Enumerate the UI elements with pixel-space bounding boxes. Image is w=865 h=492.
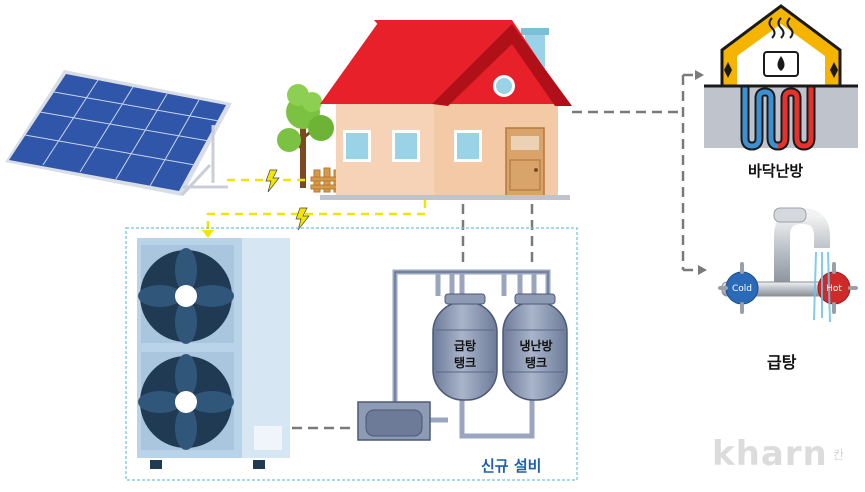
tank-cooling-heating: [502, 293, 568, 401]
arrow-head: [698, 265, 707, 275]
pipe-network-inner: [394, 271, 549, 404]
faucet-icon: [718, 207, 858, 323]
lightning-icon: [295, 207, 310, 231]
power-line: [206, 178, 427, 232]
control-unit: [357, 401, 431, 441]
floor-heating-label: 바닥난방: [748, 162, 804, 180]
lightning-icon: [265, 169, 280, 193]
tank-cooling-heating-label: 냉난방 탱크: [519, 339, 553, 370]
arrow-head: [202, 230, 214, 238]
hot-tap-label: Hot: [826, 284, 842, 294]
watermark-sub: 칸: [833, 448, 845, 462]
watermark-logo: kharn: [712, 434, 828, 474]
new-equipment-label: 신규 설비: [481, 457, 542, 475]
solar-panel-icon: [5, 70, 232, 197]
cold-tap-label: Cold: [731, 284, 752, 294]
house-icon: [320, 20, 572, 200]
tank-hot-water: [432, 293, 498, 401]
fan-icon: [138, 352, 234, 450]
fan-icon: [138, 245, 234, 344]
floor-heating-icon: [704, 4, 858, 151]
new-equipment-box: [125, 227, 578, 481]
pipe-line: [292, 73, 698, 430]
heat-pump-icon: [137, 238, 290, 469]
hot-water-label: 급탕: [767, 353, 797, 372]
tree-icon: [277, 84, 334, 188]
arrow-head: [695, 70, 704, 80]
tank-hot-water-label: 급탕 탱크: [453, 339, 477, 370]
